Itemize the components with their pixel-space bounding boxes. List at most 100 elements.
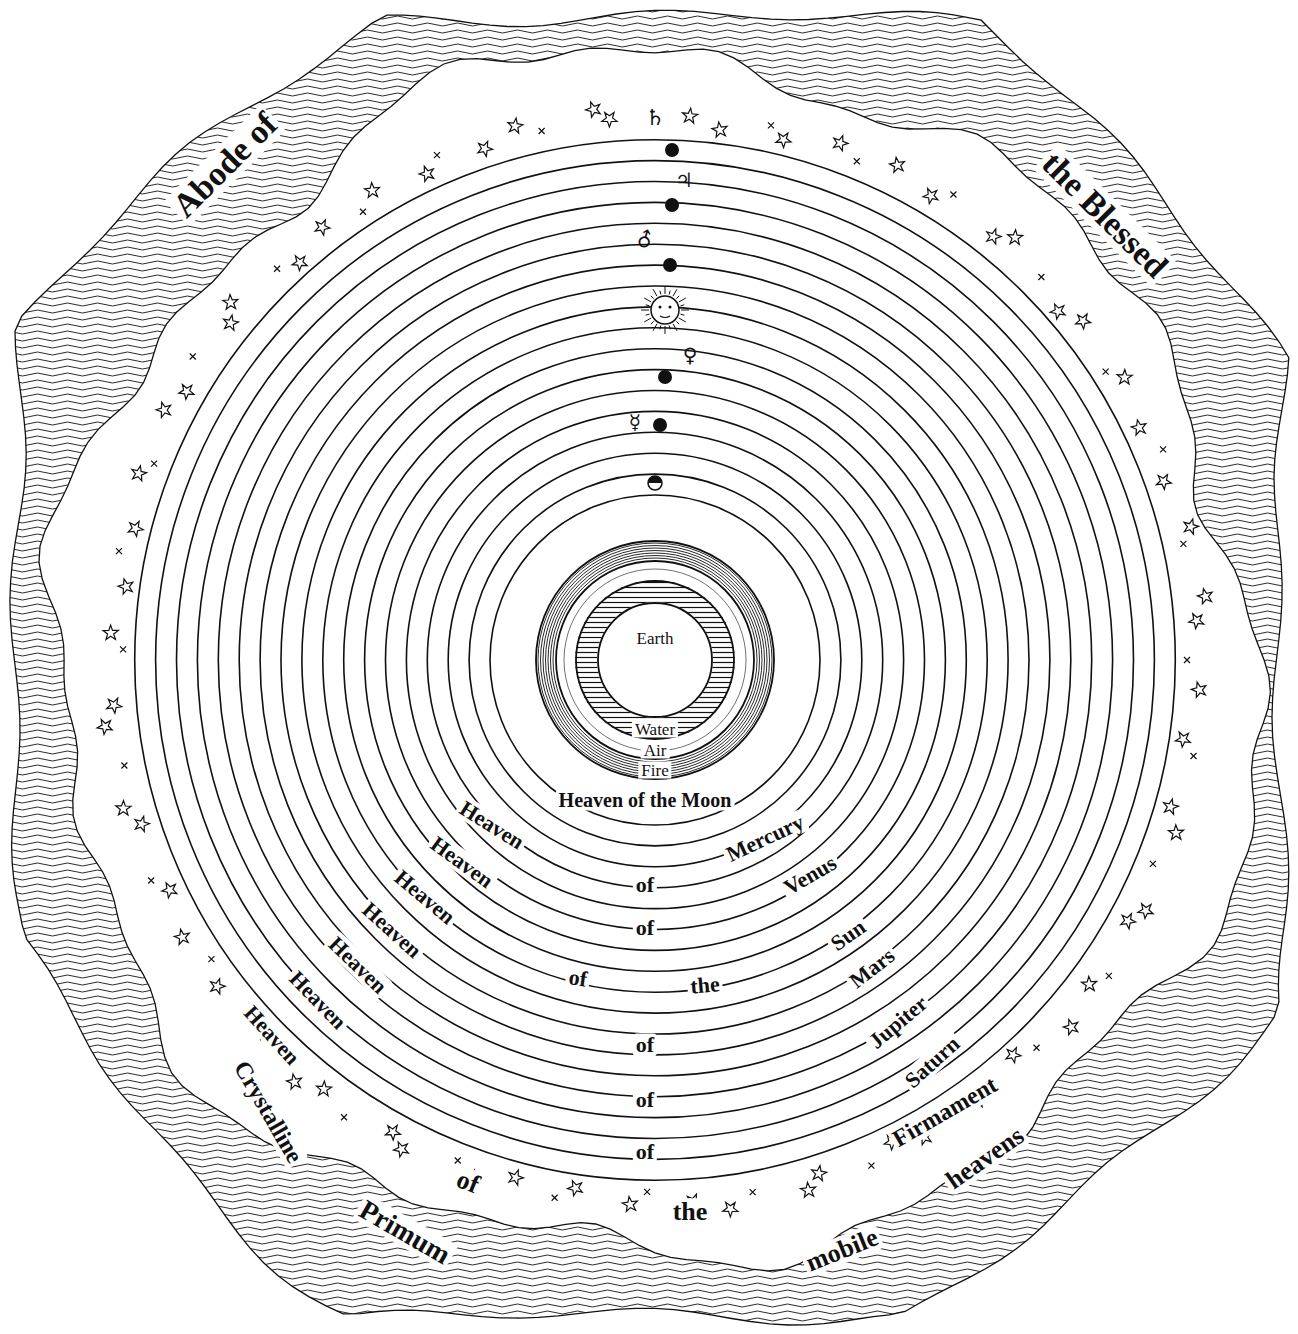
sphere-ring xyxy=(448,453,862,867)
sphere-ring xyxy=(260,265,1050,1055)
sun-ray xyxy=(653,324,657,331)
star xyxy=(602,112,617,127)
sun-ray xyxy=(644,298,651,302)
star xyxy=(1168,825,1183,840)
planet-symbol: ♀ xyxy=(680,345,701,366)
earth-ground xyxy=(597,602,713,718)
cross-star xyxy=(1184,657,1190,663)
star xyxy=(118,579,133,594)
sun-ray xyxy=(669,291,670,295)
planet-symbol: ♄ xyxy=(642,106,668,129)
star xyxy=(1117,370,1132,385)
fire-line xyxy=(553,558,757,762)
moon-body xyxy=(648,476,662,490)
sun-ray xyxy=(669,325,670,329)
star xyxy=(211,979,226,994)
star xyxy=(776,133,791,148)
air-ground xyxy=(555,560,755,760)
venus-body xyxy=(658,370,672,384)
sphere-label: Crystalline xyxy=(227,1054,308,1170)
sun-ray xyxy=(651,321,654,324)
cloud-border xyxy=(10,10,1289,1325)
star xyxy=(128,521,143,536)
sphere-ring xyxy=(302,307,1008,1013)
mars-body xyxy=(663,258,677,272)
sun-ray xyxy=(646,314,650,315)
sphere-label: mobile xyxy=(799,1222,884,1278)
cross-star xyxy=(768,122,774,128)
fire-line xyxy=(548,553,762,767)
saturn-body xyxy=(665,143,679,157)
cross-star xyxy=(868,1163,874,1169)
cross-star xyxy=(360,209,366,215)
sphere-label: Saturn xyxy=(898,1030,966,1095)
cross-star xyxy=(750,1189,756,1195)
star xyxy=(683,108,698,123)
sphere-ring xyxy=(135,140,1176,1181)
sphere-ring xyxy=(281,286,1029,1034)
cross-star xyxy=(950,191,956,197)
sphere-outline xyxy=(597,602,713,718)
star xyxy=(1164,799,1179,814)
star xyxy=(923,189,938,204)
cross-star xyxy=(274,266,280,272)
sun-ray xyxy=(651,296,654,299)
cross-star xyxy=(1150,861,1156,867)
star xyxy=(132,466,147,481)
star xyxy=(1121,914,1136,929)
sphere-label: Primum xyxy=(352,1193,458,1271)
fire-line xyxy=(551,556,760,765)
star xyxy=(1191,682,1206,697)
star xyxy=(1076,314,1091,329)
sphere-outline-circle xyxy=(536,541,774,779)
sun-ray xyxy=(679,298,686,302)
sphere-label: of xyxy=(633,1088,657,1111)
cloud-band xyxy=(10,10,1289,1325)
air-line xyxy=(564,569,746,751)
planet-symbol: ♂ xyxy=(629,225,660,255)
cross-star xyxy=(1160,446,1166,452)
star xyxy=(317,1081,332,1096)
planet-symbol: ☿ xyxy=(626,412,644,433)
sun-ray xyxy=(665,286,666,294)
sphere-label: Jupiter xyxy=(862,989,934,1055)
star xyxy=(586,102,601,117)
cross-star xyxy=(644,1189,650,1195)
sphere-outline-circle xyxy=(556,561,754,759)
star xyxy=(1082,976,1097,991)
sphere-ring xyxy=(156,161,1155,1160)
star xyxy=(1131,420,1146,435)
sphere-label: Venus xyxy=(777,849,843,900)
sphere-ring xyxy=(239,244,1071,1076)
sphere-label: Heaven of the Moon xyxy=(556,790,735,811)
sphere-outline-circle xyxy=(576,581,734,739)
cross-star xyxy=(151,461,157,467)
sphere-label: the xyxy=(686,972,723,998)
cross-star xyxy=(190,353,196,359)
star xyxy=(1063,1020,1078,1035)
star xyxy=(1197,589,1212,604)
cross-star xyxy=(434,152,440,158)
star xyxy=(1175,732,1190,747)
sphere-label: Abode of xyxy=(164,104,286,226)
star xyxy=(1156,475,1171,490)
element-sphere: AirWaterEarth xyxy=(555,560,755,760)
sphere-label: the Blessed xyxy=(1033,143,1177,287)
sphere-ring xyxy=(490,495,820,825)
cross-star xyxy=(1038,274,1044,280)
sun-ray xyxy=(681,310,689,311)
sun-ray xyxy=(641,310,649,311)
star xyxy=(224,315,239,330)
element-sphere: WaterEarth xyxy=(575,580,735,740)
cross-star xyxy=(552,1195,558,1201)
sphere-label: of xyxy=(633,1140,657,1163)
star xyxy=(890,157,905,172)
cross-star xyxy=(120,646,126,652)
sun-ray xyxy=(660,325,661,329)
sphere-label: Heaven xyxy=(322,930,393,1000)
sphere-ring xyxy=(365,370,946,951)
sphere-label: of xyxy=(450,1164,486,1200)
sphere-label: Sun xyxy=(824,913,872,956)
cross-star xyxy=(1191,753,1197,759)
sun-ray xyxy=(680,314,684,315)
